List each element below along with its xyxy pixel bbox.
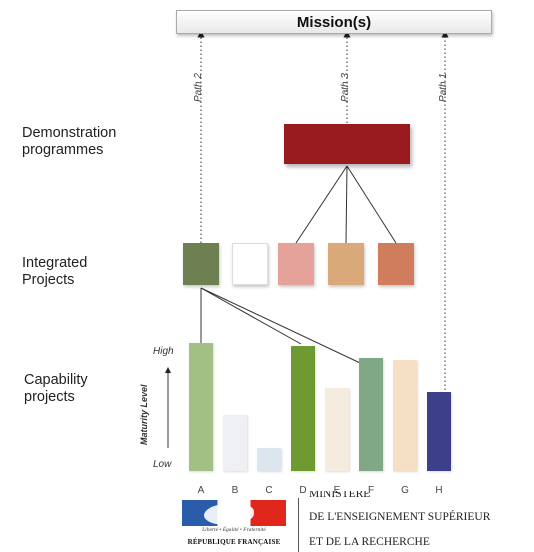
demo-link-ip5 [346, 165, 397, 244]
capability-label-c: C [265, 485, 273, 496]
ministry-title-top: MINISTÈRE [309, 491, 371, 499]
capability-label-f: F [367, 485, 375, 496]
motto: Liberté • Égalité • Fraternité [202, 527, 266, 533]
integrated-project-1 [183, 243, 219, 285]
mission-box: Mission(s) [176, 10, 492, 34]
demo-link-ip3 [295, 165, 348, 244]
marianne-silhouette [204, 503, 254, 525]
capability-bar-b [223, 415, 247, 471]
ministry-line-2: ET DE LA RECHERCHE [309, 536, 430, 548]
demonstration-programmes-label: Demonstration programmes [22, 125, 117, 158]
republique-francaise: RÉPUBLIQUE FRANÇAISE [187, 538, 281, 546]
ip1-link-d [200, 287, 302, 345]
capability-bar-h [427, 392, 451, 471]
integrated-project-4 [328, 243, 364, 285]
capability-bar-a [189, 343, 213, 471]
capability-bar-c [257, 448, 281, 471]
capability-label-e: E [333, 485, 341, 496]
maturity-low-label: Low [153, 459, 172, 470]
ip1-link-f [200, 287, 376, 371]
demo-link-ip4 [345, 165, 348, 244]
demonstration-programme-box [284, 124, 410, 164]
capability-label-a: A [197, 485, 205, 496]
tricolour-flag [182, 500, 286, 526]
integrated-projects-label: Integrated Projects [22, 255, 88, 288]
integrated-project-2 [232, 243, 268, 285]
capability-label-d: D [299, 485, 307, 496]
capability-label-b: B [231, 485, 239, 496]
integrated-project-3 [278, 243, 314, 285]
capability-bar-f [359, 358, 383, 471]
ministry-line-1: DE L'ENSEIGNEMENT SUPÉRIEUR [309, 511, 491, 523]
capability-label-g: G [401, 485, 409, 496]
maturity-high-label: High [153, 346, 174, 357]
capability-projects-label: Capability projects [24, 372, 88, 405]
republique-francaise-logo: Liberté • Égalité • Fraternité RÉPUBLIQU… [182, 500, 286, 552]
capability-bar-g [393, 360, 417, 471]
capability-bar-e [325, 388, 349, 471]
mission-label: Mission(s) [296, 13, 372, 31]
capability-label-h: H [435, 485, 443, 496]
integrated-project-5 [378, 243, 414, 285]
logo-separator [298, 498, 299, 552]
capability-bar-d [291, 346, 315, 471]
